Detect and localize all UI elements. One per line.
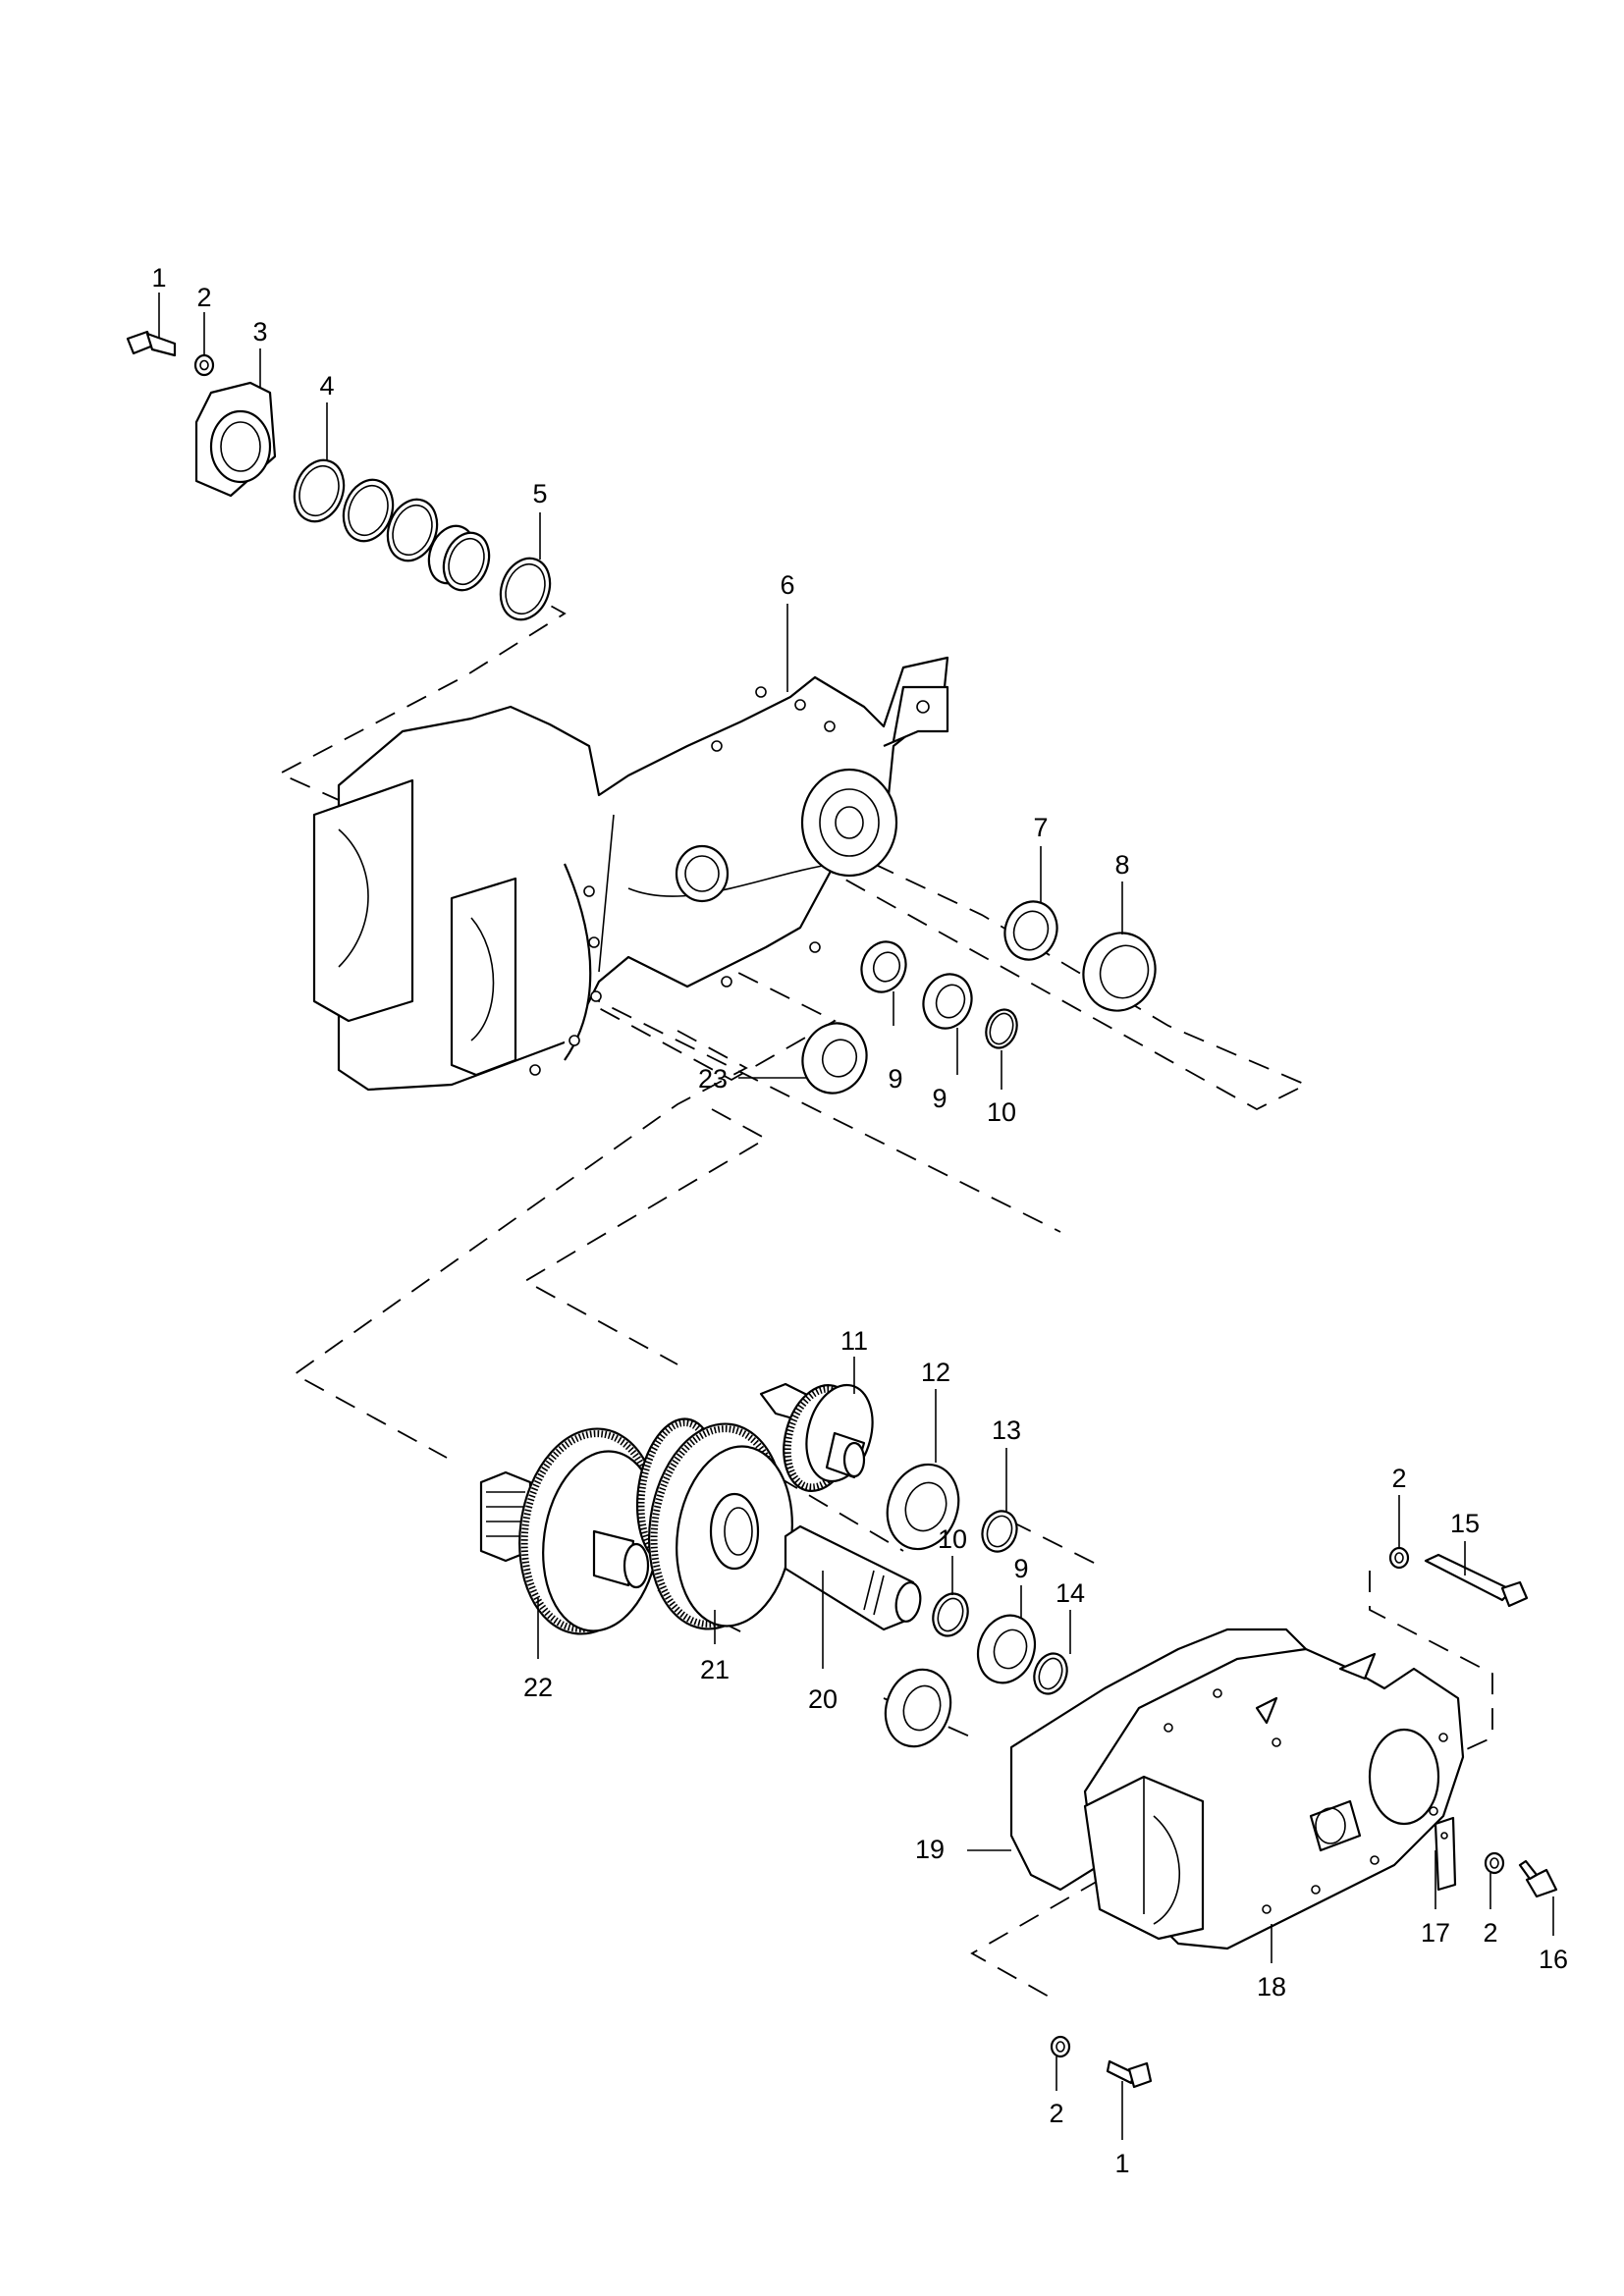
washer-2-right-top	[1388, 1546, 1410, 1570]
output-shaft-22	[479, 1427, 660, 1635]
callout-3: 3	[252, 317, 267, 347]
bolt-1-bottom	[1106, 2059, 1153, 2089]
ring-10-bottom	[932, 1592, 969, 1637]
bearing-12	[886, 1463, 960, 1551]
callout-2-d: 2	[1049, 2099, 1063, 2128]
washer-2-bottom	[1050, 2035, 1071, 2058]
seal-7	[1003, 900, 1058, 961]
ring-10-top	[985, 1008, 1018, 1049]
callout-16: 16	[1539, 1945, 1568, 1974]
gear-21	[635, 1417, 793, 1630]
cover-bolt-holes	[1164, 1688, 1448, 1914]
ring-14	[1033, 1652, 1068, 1695]
callout-19: 19	[915, 1835, 945, 1864]
callout-2: 2	[196, 283, 211, 312]
bolt-15	[1424, 1553, 1529, 1608]
callout-7: 7	[1033, 813, 1048, 842]
bearing-lower	[884, 1668, 952, 1748]
callout-9-b: 9	[932, 1084, 947, 1113]
leader-lines	[158, 293, 1554, 2140]
callout-14: 14	[1056, 1578, 1085, 1608]
callout-4: 4	[319, 371, 334, 400]
callout-22: 22	[523, 1673, 553, 1702]
callout-12: 12	[921, 1358, 950, 1387]
o-ring-5	[499, 557, 552, 621]
callout-6: 6	[780, 570, 794, 600]
callout-20: 20	[808, 1684, 838, 1714]
shaft-20	[784, 1524, 922, 1631]
washer-2-right	[1484, 1851, 1505, 1875]
callout-10-b: 10	[938, 1524, 967, 1554]
callout-5: 5	[532, 479, 547, 508]
bearing-23	[801, 1022, 868, 1095]
flange-cover-3	[194, 381, 277, 498]
callout-13: 13	[992, 1415, 1021, 1445]
axle-housing-6	[312, 656, 949, 1092]
callout-10-a: 10	[987, 1097, 1016, 1127]
callout-18: 18	[1257, 1972, 1286, 2002]
callout-9-a: 9	[888, 1064, 902, 1094]
callout-9-c: 9	[1013, 1554, 1028, 1583]
gear-shaft-11	[759, 1382, 874, 1492]
o-rings-4	[293, 458, 491, 592]
callout-2-b: 2	[1391, 1464, 1406, 1493]
callout-labels: 1 2 3 4 5 6 7 8 9 9 10 23 11 12 13 2 15 …	[151, 263, 1568, 2178]
callout-23: 23	[698, 1064, 728, 1094]
callout-2-c: 2	[1483, 1918, 1497, 1948]
callout-11: 11	[840, 1326, 868, 1356]
bolt-1-top	[126, 330, 177, 357]
ring-13	[981, 1510, 1018, 1553]
bracket-17	[1434, 1816, 1457, 1892]
callout-1: 1	[151, 263, 166, 293]
callout-17: 17	[1421, 1918, 1450, 1948]
bearing-9-a	[860, 940, 907, 993]
callout-21: 21	[700, 1655, 730, 1684]
callout-1-b: 1	[1114, 2149, 1129, 2178]
bearing-9-c	[976, 1614, 1037, 1684]
bolt-16	[1518, 1859, 1558, 1898]
callout-15: 15	[1450, 1509, 1480, 1538]
washer-2-top	[193, 353, 215, 377]
housing-bolt-holes	[529, 686, 836, 1076]
bearing-8	[1082, 932, 1157, 1012]
callout-8: 8	[1114, 850, 1129, 880]
gear-cover-18	[1083, 1647, 1465, 1950]
bearing-9-b	[922, 973, 973, 1030]
